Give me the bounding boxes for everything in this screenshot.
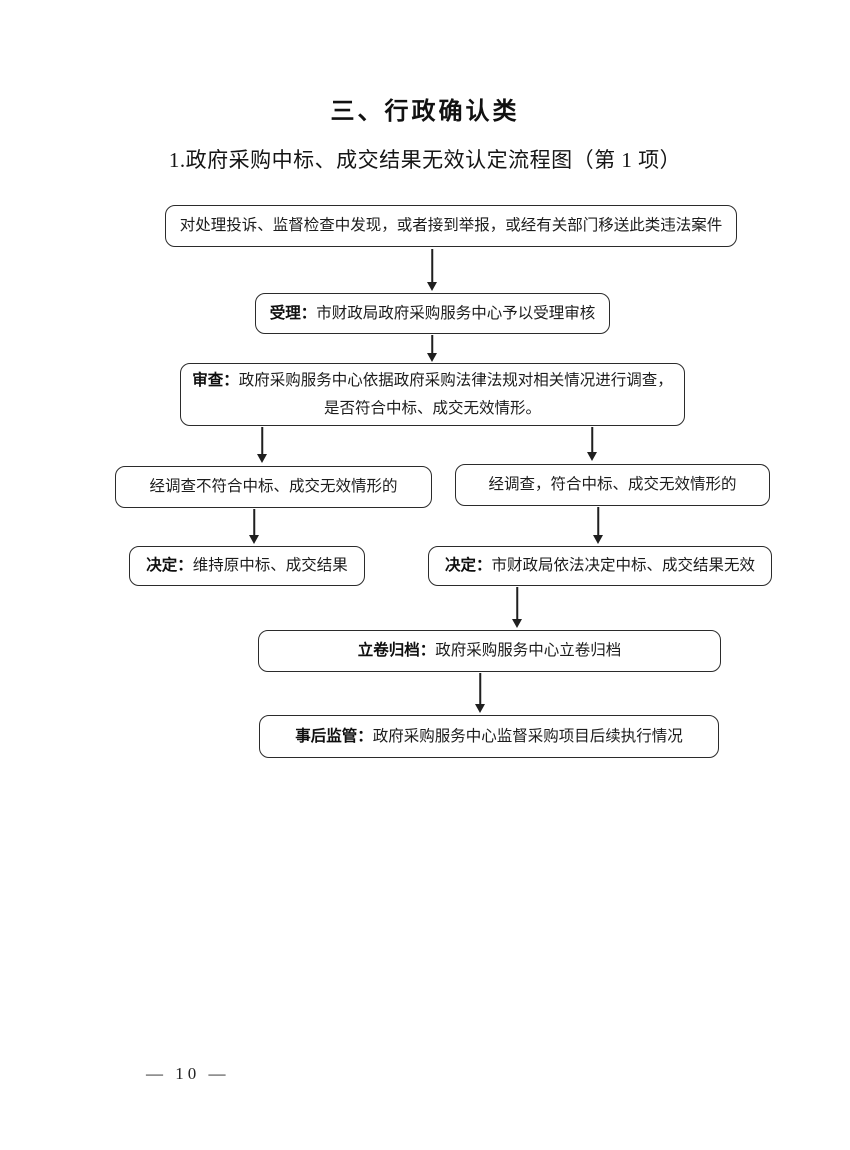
arrow-line [591, 427, 593, 454]
arrow-line [431, 335, 433, 355]
node-not-met-text: 经调查不符合中标、成交无效情形的 [149, 478, 398, 496]
flow-node-accept: 受理：市财政局政府采购服务中心予以受理审核 [255, 293, 610, 334]
page-number: — 10 — [146, 1064, 230, 1083]
node-decision-keep-label: 决定： [146, 557, 193, 575]
flow-node-post-supervision: 事后监管：政府采购服务中心监督采购项目后续执行情况 [259, 715, 719, 758]
arrow-source-to-accept [426, 249, 438, 291]
arrow-head-icon [427, 282, 437, 291]
arrow-head-icon [512, 619, 522, 628]
arrow-head-icon [249, 535, 259, 544]
arrow-head-icon [475, 704, 485, 713]
node-source-text: 对处理投诉、监督检查中发现，或者接到举报，或经有关部门移送此类违法案件 [179, 217, 723, 235]
arrow-line [253, 509, 255, 537]
arrow-head-icon [257, 454, 267, 463]
arrow-head-icon [593, 535, 603, 544]
node-post-supervision-text: 政府采购服务中心监督采购项目后续执行情况 [372, 727, 683, 745]
node-archive-label: 立卷归档： [357, 642, 436, 660]
node-review-text: 政府采购服务中心依据政府采购法律法规对相关情况进行调查，是否符合中标、成交无效情… [238, 372, 673, 417]
flow-node-met: 经调查，符合中标、成交无效情形的 [455, 464, 770, 506]
section-title: 三、行政确认类 [330, 98, 520, 125]
flow-node-archive: 立卷归档：政府采购服务中心立卷归档 [258, 630, 721, 672]
arrow-head-icon [587, 452, 597, 461]
node-decision-invalid-label: 决定： [444, 557, 492, 575]
arrow-review-to-not-met [256, 427, 268, 463]
node-archive-text: 政府采购服务中心立卷归档 [435, 642, 622, 660]
arrow-line [516, 587, 518, 621]
arrow-line [431, 249, 433, 284]
arrow-not-met-to-decision-keep [248, 509, 260, 544]
flow-node-source: 对处理投诉、监督检查中发现，或者接到举报，或经有关部门移送此类违法案件 [165, 205, 737, 247]
flow-node-review: 审查：政府采购服务中心依据政府采购法律法规对相关情况进行调查，是否符合中标、成交… [180, 363, 685, 426]
arrow-accept-to-review [426, 335, 438, 362]
arrow-review-to-met [586, 427, 598, 461]
arrow-archive-to-post-supervision [474, 673, 486, 713]
node-met-text: 经调查，符合中标、成交无效情形的 [488, 476, 737, 494]
node-decision-keep-text: 维持原中标、成交结果 [192, 557, 348, 575]
node-accept-label: 受理： [269, 304, 317, 322]
arrow-line [479, 673, 481, 706]
node-accept-text: 市财政局政府采购服务中心予以受理审核 [316, 304, 596, 322]
arrow-line [597, 507, 599, 537]
node-review-label: 审查： [192, 372, 239, 390]
arrow-met-to-decision-invalid [592, 507, 604, 544]
flow-node-decision-invalid: 决定：市财政局依法决定中标、成交结果无效 [428, 546, 772, 586]
flowchart-title: 1.政府采购中标、成交结果无效认定流程图（第 1 项） [168, 148, 682, 172]
flow-node-not-met: 经调查不符合中标、成交无效情形的 [115, 466, 432, 508]
node-decision-invalid-text: 市财政局依法决定中标、成交结果无效 [491, 557, 756, 575]
arrow-head-icon [427, 353, 437, 362]
flow-node-decision-keep: 决定：维持原中标、成交结果 [129, 546, 365, 586]
arrow-line [261, 427, 263, 456]
node-post-supervision-label: 事后监管： [295, 727, 373, 745]
arrow-decision-invalid-to-archive [511, 587, 523, 628]
